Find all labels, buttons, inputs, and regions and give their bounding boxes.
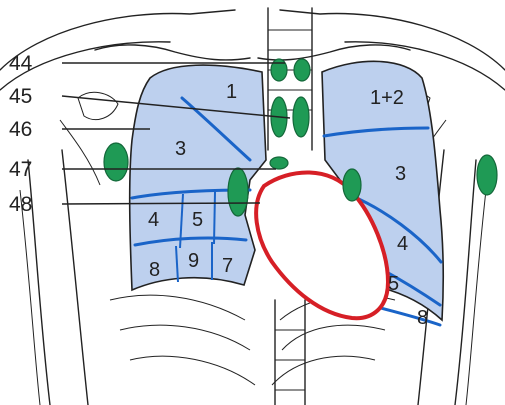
label-44: 44 <box>9 52 33 75</box>
lymph-node-hilar-left <box>343 169 361 201</box>
label-48: 48 <box>9 193 32 216</box>
lymph-node-45-right <box>293 97 309 137</box>
segment-9: 9 <box>188 250 199 272</box>
segment-1: 1 <box>226 81 237 103</box>
lymph-node-47 <box>270 157 288 169</box>
label-45: 45 <box>9 85 32 108</box>
segment-7: 7 <box>222 255 233 277</box>
segment-5-left: 5 <box>388 273 399 295</box>
label-47: 47 <box>9 158 32 181</box>
segment-8-left: 8 <box>417 307 428 329</box>
lymph-node-axillary-left <box>477 155 497 195</box>
segment-4-left: 4 <box>397 233 408 255</box>
segment-3-right: 3 <box>175 138 186 160</box>
lymph-node-44-right <box>294 59 310 81</box>
segment-1-plus-2: 1+2 <box>370 87 404 109</box>
lymph-node-48 <box>228 168 248 216</box>
segment-3-left: 3 <box>395 163 406 185</box>
segment-5-right: 5 <box>192 209 203 231</box>
segment-8-right: 8 <box>149 259 160 281</box>
lymph-node-axillary-right <box>104 143 128 181</box>
segment-4-right: 4 <box>148 209 159 231</box>
label-46: 46 <box>9 118 32 141</box>
